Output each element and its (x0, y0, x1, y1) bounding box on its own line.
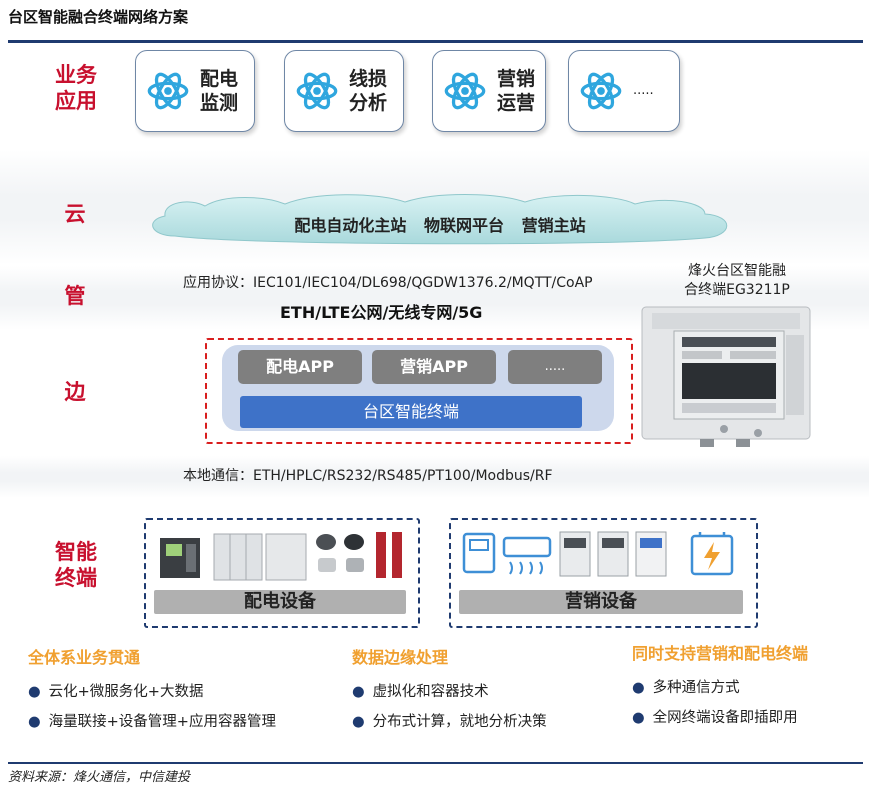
feature-heading-2: 数据边缘处理 (352, 648, 449, 667)
feature-item: ●虚拟化和容器技术 (352, 684, 489, 700)
feature-item: ●分布式计算，就地分析决策 (352, 714, 547, 730)
app-card-distribution-monitoring: 配电 监测 (135, 50, 255, 132)
edge-app-distribution: 配电APP (238, 350, 362, 384)
distribution-equipment-icons (160, 532, 402, 581)
application-protocol-text: 应用协议：IEC101/IEC104/DL698/QGDW1376.2/MQTT… (183, 275, 593, 291)
edge-app-marketing: 营销APP (372, 350, 496, 384)
marketing-equipment-icons (462, 531, 734, 577)
app-card-marketing: 营销 运营 (432, 50, 546, 132)
app-card-label: 营销 运营 (497, 68, 536, 114)
distribution-equipment-group (144, 518, 420, 628)
atom-icon (580, 72, 622, 110)
network-text: ETH/LTE公网/无线专网/5G (280, 303, 483, 322)
layer-label-business: 业务 应用 (55, 63, 97, 113)
device-caption: 烽火台区智能融 合终端EG3211P (684, 263, 790, 298)
marketing-equipment-label: 营销设备 (459, 590, 743, 614)
cloud-platforms-text: 配电自动化主站 物联网平台 营销主站 (294, 216, 586, 235)
distribution-equipment-label: 配电设备 (154, 590, 406, 614)
local-communication-text: 本地通信：ETH/HPLC/RS232/RS485/PT100/Modbus/R… (183, 468, 553, 484)
edge-app-more: ..... (508, 350, 602, 384)
cloud-shape (152, 194, 728, 245)
layer-label-pipe: 管 (64, 284, 86, 308)
source-note: 资料来源：烽火通信，中信建投 (8, 770, 191, 785)
feature-heading-3: 同时支持营销和配电终端 (632, 644, 809, 663)
app-card-more: ..... (568, 50, 680, 132)
fusion-terminal-device-image (641, 306, 811, 447)
app-card-line-loss: 线损 分析 (284, 50, 404, 132)
layer-label-terminal: 智能 终端 (55, 540, 97, 590)
local-band (0, 456, 869, 498)
header-divider (8, 40, 863, 43)
app-card-label: 配电 监测 (200, 68, 239, 114)
feature-item: ●海量联接+设备管理+应用容器管理 (28, 714, 276, 730)
page-title: 台区智能融合终端网络方案 (8, 8, 189, 26)
edge-terminal-bar: 台区智能终端 (240, 396, 582, 428)
app-card-label: ..... (633, 83, 654, 98)
atom-icon (296, 72, 338, 110)
marketing-equipment-group (449, 518, 758, 628)
feature-item: ●云化+微服务化+大数据 (28, 684, 204, 700)
layer-label-cloud: 云 (64, 202, 86, 226)
layer-label-edge: 边 (64, 380, 86, 404)
atom-icon (444, 72, 486, 110)
feature-heading-1: 全体系业务贯通 (28, 648, 141, 667)
edge-dashed-frame (205, 338, 633, 444)
feature-item: ●多种通信方式 (632, 680, 740, 696)
app-card-label: 线损 分析 (349, 68, 388, 114)
feature-item: ●全网终端设备即插即用 (632, 710, 798, 726)
atom-icon (147, 72, 189, 110)
footer-divider (8, 762, 863, 764)
